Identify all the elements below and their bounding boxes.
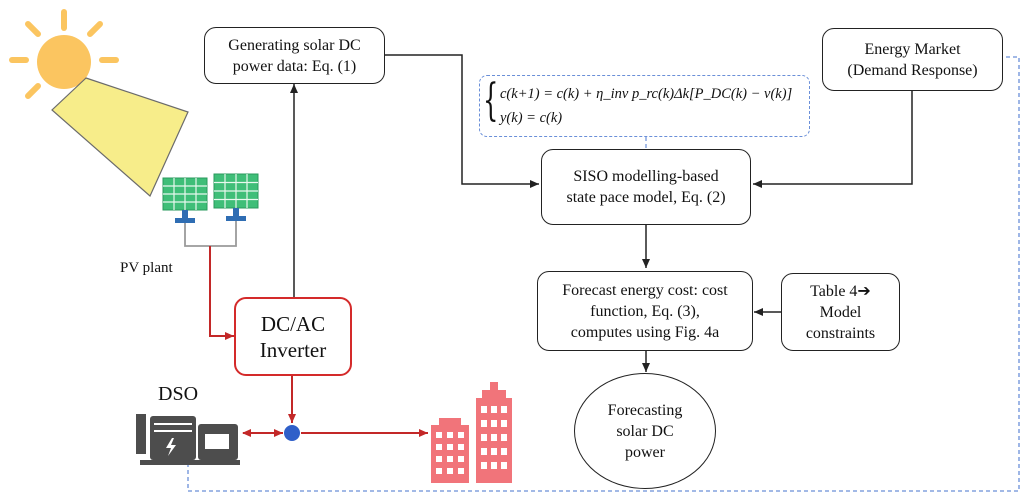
forecast-cost-box: Forecast energy cost: cost function, Eq.… xyxy=(537,271,753,351)
state-space-equation: { c(k+1) = c(k) + η_inv p_rc(k)Δk[P_DC(k… xyxy=(479,75,810,137)
table4-constraints-box: Table 4➔ Model constraints xyxy=(781,273,900,351)
transformer-icon xyxy=(136,414,240,465)
solar-panel-icon xyxy=(162,173,259,223)
energy-market-box: Energy Market (Demand Response) xyxy=(822,28,1003,91)
market-to-siso-arrow xyxy=(753,91,913,188)
generating-to-siso-arrow xyxy=(385,54,539,188)
panel-interconnect xyxy=(184,221,237,247)
feedback-dashed-line xyxy=(187,56,1020,492)
sunlight-reflector-icon xyxy=(51,77,189,197)
pv-to-inverter-line xyxy=(209,246,234,340)
equation-line-2: y(k) = c(k) xyxy=(500,110,563,126)
pv-plant-label: PV plant xyxy=(120,260,173,276)
generating-solar-dc-box: Generating solar DC power data: Eq. (1) xyxy=(204,27,385,84)
grid-node-dot xyxy=(284,425,300,441)
equation-line-1: c(k+1) = c(k) + η_inv p_rc(k)Δk[P_DC(k) … xyxy=(500,86,793,102)
equation-brace: { xyxy=(483,75,499,126)
sun-icon xyxy=(9,9,119,119)
buildings-icon xyxy=(431,382,512,483)
dc-ac-inverter-box: DC/AC Inverter xyxy=(234,297,352,376)
dso-label: DSO xyxy=(158,383,199,405)
forecasting-solar-dc-circle: Forecasting solar DC power xyxy=(574,373,716,489)
siso-model-box: SISO modelling-based state pace model, E… xyxy=(541,149,751,225)
